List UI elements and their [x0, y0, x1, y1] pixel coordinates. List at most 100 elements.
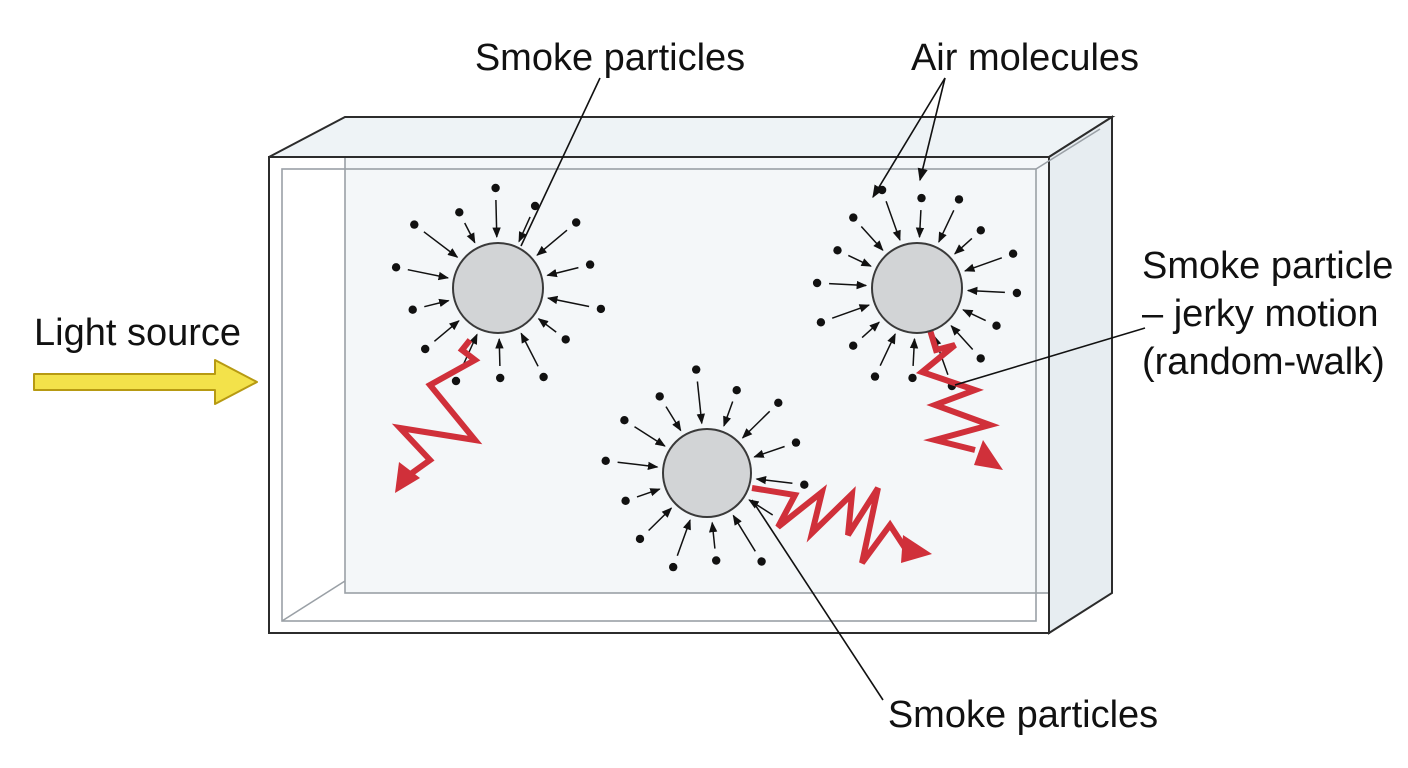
air-molecule [908, 373, 917, 383]
molecule-impact-arrow [723, 401, 734, 427]
air-molecule [620, 416, 629, 425]
molecule-impact-arrow [546, 266, 579, 278]
air-molecule [496, 373, 505, 383]
air-molecule [917, 193, 926, 203]
air-molecules-group-bottom [601, 365, 809, 572]
air-molecule [954, 195, 964, 204]
molecule-impact-arrow [915, 210, 925, 239]
molecule-impact-arrow [861, 321, 880, 339]
molecule-impact-arrow [424, 298, 450, 308]
molecule-impact-arrow [885, 201, 901, 241]
leader-smoke-particles-bottom [751, 499, 884, 701]
air-molecule [1012, 288, 1022, 298]
molecule-impact-arrow [964, 257, 1003, 272]
glass-front-inner [281, 168, 1037, 622]
air-molecule [992, 321, 1001, 330]
glass-back-tint [345, 117, 1112, 593]
air-molecule [774, 398, 783, 407]
label-motion-line1: Smoke particle [1142, 245, 1393, 287]
label-smoke-particles-top: Smoke particles [475, 37, 745, 79]
air-molecule [561, 335, 570, 344]
molecule-impact-arrow [423, 231, 459, 258]
air-molecule [849, 213, 858, 222]
air-molecule [849, 341, 858, 350]
leader-motion [954, 327, 1146, 386]
air-molecule [530, 201, 540, 211]
air-molecule [410, 220, 419, 229]
label-light-source: Light source [34, 312, 241, 354]
glass-side-face [1048, 115, 1113, 635]
light-source-arrow [33, 359, 258, 405]
molecule-impact-arrow [909, 337, 919, 366]
molecule-impact-arrow [755, 475, 793, 485]
molecule-impact-arrow [634, 426, 666, 447]
air-molecule [601, 456, 610, 465]
molecule-impact-arrow [709, 521, 718, 549]
molecule-impact-arrow [464, 222, 476, 244]
molecule-impact-arrow [665, 406, 682, 432]
molecule-impact-arrow [648, 507, 673, 532]
air-molecule [408, 305, 417, 314]
smoke-particle-left [452, 242, 544, 334]
glass-front-face [268, 156, 1050, 634]
smoke-particle-bottom [662, 428, 752, 518]
glass-top-face [268, 116, 1116, 158]
air-molecule [491, 183, 500, 193]
molecule-impact-arrow [546, 295, 590, 308]
molecule-impact-arrow [847, 254, 872, 267]
random-walk-line [915, 329, 1000, 453]
random-walk-arrowhead [901, 535, 932, 563]
air-molecule [655, 392, 664, 401]
air-molecule [635, 534, 645, 544]
leader-smoke-particles-top [520, 77, 601, 247]
label-smoke-particles-bottom: Smoke particles [888, 694, 1158, 736]
molecule-impact-arrow [954, 237, 973, 255]
air-molecule [976, 226, 985, 235]
molecule-impact-arrow [966, 286, 1005, 296]
random-walk-path-right [915, 329, 1003, 470]
molecule-impact-arrow [520, 332, 539, 367]
random-walk-arrowhead [395, 462, 420, 493]
molecule-impact-arrow [741, 410, 771, 439]
molecule-impact-arrow [938, 209, 955, 243]
air-molecule [391, 263, 401, 272]
air-molecule [692, 365, 701, 374]
molecule-impact-arrow [407, 268, 450, 281]
label-motion-line3: (random-walk) [1142, 341, 1385, 383]
molecule-impact-arrow [950, 325, 974, 351]
air-molecule [870, 372, 880, 381]
leader-air-molecules-a [872, 77, 946, 199]
random-walk-line [391, 338, 483, 481]
molecule-impact-arrow [831, 304, 870, 319]
glass-edge [1035, 128, 1101, 170]
molecule-impact-arrow [636, 488, 661, 498]
molecule-impact-arrow [518, 216, 531, 243]
smoke-particle-right [871, 242, 963, 334]
air-molecule [621, 496, 630, 505]
molecule-impact-arrow [617, 461, 659, 471]
air-molecule [451, 376, 461, 386]
molecule-impact-arrow [495, 337, 504, 367]
molecule-impact-arrow [732, 514, 756, 552]
air-molecule [1008, 249, 1018, 258]
air-molecule [596, 304, 606, 314]
molecule-impact-arrow [696, 381, 705, 425]
air-molecule [732, 386, 741, 395]
random-walk-path-bottom [751, 484, 932, 565]
air-molecule [812, 278, 822, 288]
air-molecule [712, 556, 721, 565]
molecule-impact-arrow [962, 309, 987, 322]
air-molecule [833, 246, 842, 255]
air-molecule [976, 354, 985, 363]
air-molecule [585, 260, 595, 269]
molecule-impact-arrow [879, 333, 896, 367]
random-walk-arrowhead [974, 440, 1003, 470]
glass-edge [281, 580, 346, 622]
molecule-impact-arrow [676, 519, 691, 557]
air-molecule [669, 562, 678, 572]
air-molecule [572, 218, 581, 227]
air-molecules-group-right [812, 185, 1022, 391]
molecule-impact-arrow [492, 199, 501, 239]
air-molecule [800, 480, 809, 489]
